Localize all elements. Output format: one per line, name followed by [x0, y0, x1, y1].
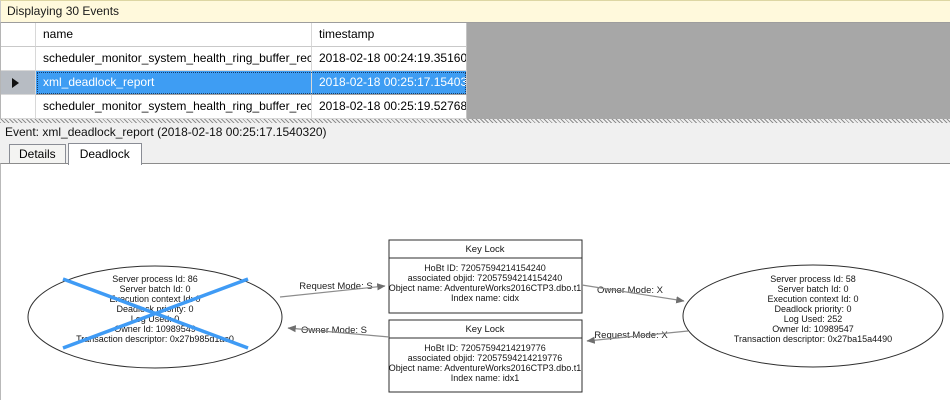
- grid-corner-cell: [1, 23, 36, 47]
- edge-arrow-request-x: [586, 330, 689, 344]
- cell-name[interactable]: scheduler_monitor_system_health_ring_buf…: [36, 95, 312, 119]
- lock-line: Object name: AdventureWorks2016CTP3.dbo.…: [389, 363, 581, 373]
- process-line: Server process Id: 58: [770, 274, 856, 284]
- tab-deadlock[interactable]: Deadlock: [67, 143, 142, 165]
- process-node-victim[interactable]: Server process Id: 86 Server batch Id: 0…: [27, 265, 283, 369]
- current-row-arrow-icon: [12, 78, 19, 88]
- edge-arrow-owner-s: [287, 325, 390, 338]
- lock-line: Index name: cidx: [451, 293, 520, 303]
- lock-line: associated objid: 72057594214219776: [408, 353, 563, 363]
- deadlock-edges: Request Mode: S Owner Mode: S Owner Mode…: [279, 281, 689, 344]
- tab-details[interactable]: Details: [9, 144, 66, 163]
- deadlock-graph: Server process Id: 86 Server batch Id: 0…: [27, 239, 944, 393]
- cell-name[interactable]: xml_deadlock_report: [36, 71, 312, 95]
- cell-timestamp[interactable]: 2018-02-18 00:25:19.5276859: [312, 95, 467, 119]
- detail-tabs: Details Deadlock: [0, 142, 950, 165]
- edge-arrow-request-s: [279, 283, 386, 298]
- lock-line: Index name: idx1: [451, 373, 520, 383]
- process-line: Owner Id: 10989547: [772, 324, 854, 334]
- lock-title: Key Lock: [465, 324, 504, 335]
- edge-label-request-x: Request Mode: X: [594, 330, 668, 341]
- cell-timestamp[interactable]: 2018-02-18 00:24:19.3516078: [312, 47, 467, 71]
- events-count-bar: Displaying 30 Events: [0, 0, 950, 23]
- lock-title: Key Lock: [465, 244, 504, 255]
- table-row[interactable]: scheduler_monitor_system_health_ring_buf…: [1, 95, 467, 119]
- splitter-handle[interactable]: [0, 119, 950, 123]
- process-line: Transaction descriptor: 0x27b985d1ac0: [76, 334, 234, 344]
- process-line: Owner Id: 10989549: [114, 324, 196, 334]
- process-line: Log Used: 0: [131, 314, 180, 324]
- victim-cross-icon: [62, 277, 249, 350]
- process-line: Transaction descriptor: 0x27ba15a4490: [734, 334, 892, 344]
- edge-arrow-owner-x: [581, 284, 685, 304]
- edge-label-request-s: Request Mode: S: [299, 281, 372, 292]
- cell-timestamp[interactable]: 2018-02-18 00:25:17.1540320: [312, 71, 467, 95]
- selected-event-label: Event: xml_deadlock_report (2018-02-18 0…: [5, 125, 327, 139]
- events-grid: name timestamp scheduler_monitor_system_…: [0, 23, 950, 119]
- lock-line: Object name: AdventureWorks2016CTP3.dbo.…: [389, 283, 581, 293]
- process-line: Execution context Id: 0: [767, 294, 858, 304]
- edge-label-owner-x: Owner Mode: X: [597, 285, 664, 296]
- lock-box: [388, 319, 583, 393]
- lock-line: associated objid: 72057594214154240: [408, 273, 563, 283]
- row-gutter: [1, 95, 36, 119]
- lock-line: HoBt ID: 72057594214219776: [424, 343, 546, 353]
- process-node-owner[interactable]: Server process Id: 58 Server batch Id: 0…: [682, 264, 944, 368]
- row-gutter: [1, 71, 36, 95]
- table-row[interactable]: scheduler_monitor_system_health_ring_buf…: [1, 47, 467, 71]
- process-line: Execution context Id: 0: [109, 294, 200, 304]
- process-line: Log Used: 252: [784, 314, 843, 324]
- detail-pane-background: [0, 123, 950, 164]
- process-line: Deadlock priority: 0: [774, 304, 851, 314]
- table-row-selected[interactable]: xml_deadlock_report 2018-02-18 00:25:17.…: [1, 71, 467, 95]
- process-line: Server batch Id: 0: [777, 284, 848, 294]
- column-header-name[interactable]: name: [36, 23, 312, 47]
- process-ellipse: [682, 264, 944, 368]
- column-header-timestamp[interactable]: timestamp: [312, 23, 467, 47]
- row-gutter: [1, 47, 36, 71]
- process-line: Server batch Id: 0: [119, 284, 190, 294]
- lock-line: HoBt ID: 72057594214154240: [424, 263, 546, 273]
- process-line: Deadlock priority: 0: [116, 304, 193, 314]
- edge-label-owner-s: Owner Mode: S: [301, 325, 367, 336]
- lock-box: [388, 239, 583, 314]
- grid-header-row: name timestamp: [1, 23, 467, 47]
- lock-node-bottom[interactable]: Key Lock HoBt ID: 72057594214219776 asso…: [388, 319, 583, 393]
- cell-name[interactable]: scheduler_monitor_system_health_ring_buf…: [36, 47, 312, 71]
- process-line: Server process Id: 86: [112, 274, 198, 284]
- lock-node-top[interactable]: Key Lock HoBt ID: 72057594214154240 asso…: [388, 239, 583, 314]
